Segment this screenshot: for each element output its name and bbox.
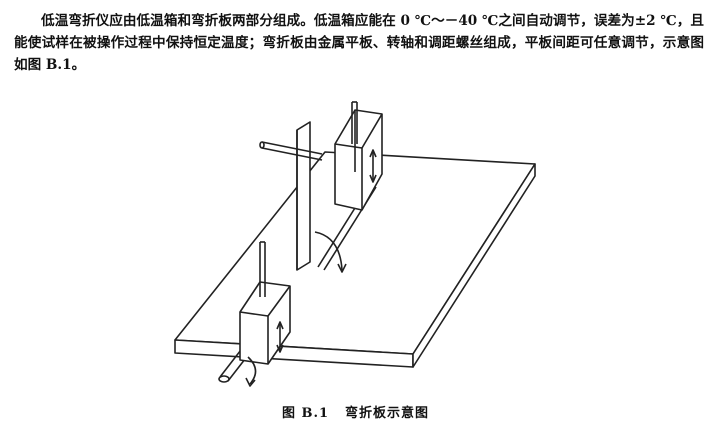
body-paragraph: 低温弯折仪应由低温箱和弯折板两部分组成。低温箱应能在 0 ℃～－40 ℃之间自动… [14, 10, 704, 76]
figure-title: 弯折板示意图 [345, 406, 430, 421]
bending-plate-diagram [174, 101, 536, 387]
base-plate-side [412, 163, 536, 368]
vertical-plate [296, 121, 311, 271]
figure-label: 图 B.1 [281, 406, 330, 421]
paragraph-text: 低温弯折仪应由低温箱和弯折板两部分组成。低温箱应能在 0 ℃～－40 ℃之间自动… [14, 13, 704, 73]
figure-caption: 图 B.1 弯折板示意图 [0, 402, 711, 421]
